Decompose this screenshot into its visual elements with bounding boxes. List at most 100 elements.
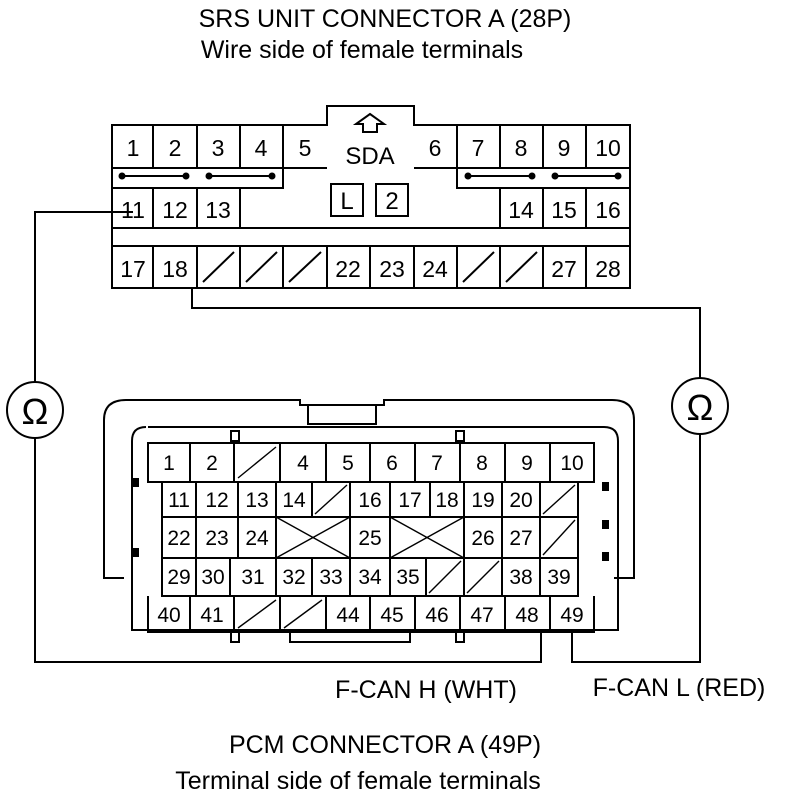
srs-terminal: 13 xyxy=(205,197,231,223)
srs-terminal: 24 xyxy=(422,256,448,282)
pcm-terminal-grid xyxy=(147,442,595,633)
left-ohmmeter: Ω xyxy=(6,381,64,439)
pcm-terminal: 25 xyxy=(358,527,381,550)
pcm-terminal: 32 xyxy=(282,566,305,589)
pcm-terminal: 44 xyxy=(336,604,360,627)
ohm-symbol: Ω xyxy=(687,387,714,428)
pcm-terminal: 23 xyxy=(205,527,228,550)
srs-terminal: 22 xyxy=(335,256,361,282)
srs-row-2: 11 12 13 14 15 16 xyxy=(121,197,621,223)
pcm-terminal: 47 xyxy=(470,604,493,627)
pcm-terminal: 46 xyxy=(425,604,448,627)
pcm-terminal: 13 xyxy=(245,489,268,512)
right-test-lead xyxy=(191,288,701,663)
srs-terminal: 27 xyxy=(551,256,577,282)
pcm-terminal: 33 xyxy=(319,566,342,589)
srs-terminal: 14 xyxy=(508,197,534,223)
srs-terminal: 11 xyxy=(121,197,145,223)
pcm-terminal: 49 xyxy=(560,604,583,627)
pcm-terminal: 31 xyxy=(241,566,264,589)
key-l-box xyxy=(330,183,364,217)
ohm-symbol: Ω xyxy=(22,391,49,432)
pcm-terminal: 2 xyxy=(206,452,218,475)
pcm-row-3: 22 23 24 25 26 27 xyxy=(167,527,532,550)
sda-label: SDA xyxy=(345,143,394,170)
srs-terminal: 8 xyxy=(515,135,528,161)
pcm-connector: 1 2 4 5 6 7 8 9 10 11 12 13 14 16 17 18 … xyxy=(103,399,635,643)
pcm-connector-subtitle: Terminal side of female terminals xyxy=(175,767,540,795)
srs-terminal: 7 xyxy=(472,135,485,161)
pcm-terminal: 29 xyxy=(167,566,190,589)
pcm-terminal: 30 xyxy=(201,566,224,589)
srs-terminal: 18 xyxy=(162,256,188,282)
srs-row-1: 1 2 3 4 5 6 7 8 9 10 xyxy=(127,135,621,161)
srs-connector-outline xyxy=(111,105,631,289)
pcm-terminal: 26 xyxy=(471,527,494,550)
srs-shorting-bars xyxy=(118,172,622,180)
pcm-row-1: 1 2 4 5 6 7 8 9 10 xyxy=(163,452,584,475)
srs-connector-subtitle: Wire side of female terminals xyxy=(201,36,523,64)
srs-terminal: 12 xyxy=(162,197,188,223)
srs-terminal: 3 xyxy=(212,135,225,161)
srs-terminal: 4 xyxy=(255,135,268,161)
pcm-terminal: 41 xyxy=(200,604,223,627)
srs-terminal: 28 xyxy=(595,256,621,282)
key-2-label: 2 xyxy=(385,188,398,215)
pcm-terminal: 11 xyxy=(168,489,190,512)
pcm-terminal: 9 xyxy=(521,452,533,475)
pcm-terminal: 10 xyxy=(560,452,583,475)
ohmmeter-icon xyxy=(6,381,64,439)
srs-terminal: 1 xyxy=(127,135,140,161)
pcm-terminal: 19 xyxy=(471,489,494,512)
pcm-terminal: 1 xyxy=(163,452,175,475)
key-2-box xyxy=(375,183,409,217)
pcm-top-latch xyxy=(307,405,377,425)
pcm-connector-title: PCM CONNECTOR A (49P) xyxy=(229,731,541,759)
right-ohmmeter: Ω xyxy=(671,377,729,435)
pcm-terminal: 16 xyxy=(358,489,381,512)
srs-terminal: 9 xyxy=(558,135,571,161)
pcm-terminal: 12 xyxy=(205,489,228,512)
pcm-row-4: 29 30 31 32 33 34 35 38 39 xyxy=(167,566,570,589)
srs-terminal: 6 xyxy=(429,135,442,161)
fcan-h-wire-label: F-CAN H (WHT) xyxy=(335,676,517,704)
pcm-terminal: 27 xyxy=(509,527,532,550)
key-l-label: L xyxy=(340,188,353,215)
left-test-lead xyxy=(34,211,542,663)
pcm-terminal: 38 xyxy=(509,566,532,589)
pcm-terminal: 35 xyxy=(396,566,419,589)
pcm-terminal: 34 xyxy=(358,566,382,589)
srs-terminal: 16 xyxy=(595,197,621,223)
pcm-terminal: 18 xyxy=(435,489,458,512)
pcm-inner-body xyxy=(131,426,619,631)
srs-terminal: 23 xyxy=(379,256,405,282)
ohmmeter-icon xyxy=(671,377,729,435)
srs-row-3: 17 18 22 23 24 27 28 xyxy=(120,256,621,282)
pcm-outer-shell xyxy=(103,399,635,579)
pcm-terminal: 6 xyxy=(386,452,398,475)
srs-terminal: 10 xyxy=(595,135,621,161)
pcm-terminal: 14 xyxy=(282,489,306,512)
pcm-terminal: 48 xyxy=(515,604,538,627)
pcm-terminal: 22 xyxy=(167,527,190,550)
srs-terminal: 15 xyxy=(551,197,577,223)
srs-connector: SDA L 2 1 2 3 4 5 6 7 8 9 10 11 12 13 14… xyxy=(111,105,631,289)
srs-terminal: 2 xyxy=(169,135,182,161)
pcm-terminal: 20 xyxy=(509,489,532,512)
pcm-row-5: 40 41 44 45 46 47 48 49 xyxy=(157,604,583,627)
pcm-terminal: 45 xyxy=(380,604,403,627)
up-arrow-icon xyxy=(352,112,388,133)
pcm-terminal: 39 xyxy=(547,566,570,589)
pcm-terminal: 17 xyxy=(398,489,421,512)
pcm-terminal: 40 xyxy=(157,604,180,627)
srs-terminal: 17 xyxy=(120,256,146,282)
pcm-terminal: 5 xyxy=(342,452,354,475)
pcm-terminal: 7 xyxy=(431,452,443,475)
srs-connector-title: SRS UNIT CONNECTOR A (28P) xyxy=(199,5,572,33)
pcm-terminal: 4 xyxy=(297,452,309,475)
pcm-row-2: 11 12 13 14 16 17 18 19 20 xyxy=(168,489,533,512)
pcm-terminal: 8 xyxy=(476,452,488,475)
pcm-terminal: 24 xyxy=(245,527,269,550)
fcan-l-wire-label: F-CAN L (RED) xyxy=(593,674,766,702)
